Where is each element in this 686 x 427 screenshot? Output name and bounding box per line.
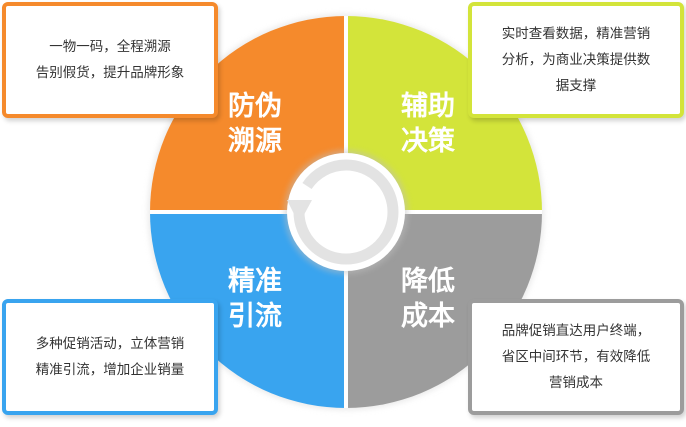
label-decision-line2: 决策 [401,125,456,157]
callout-precision-traffic: 多种促销活动，立体营销 精准引流，增加企业销量 [2,299,218,415]
callout-traffic-line: 精准引流，增加企业销量 [35,362,185,378]
callout-traceability-line: 告别假货，提升品牌形象 [35,65,185,81]
callout-traffic-line: 多种促销活动，立体营销 [35,336,185,352]
callout-decision-line: 分析，为商业决策提供数 [501,52,651,68]
callout-cost-reduction: 品牌促销直达用户终端， 省区中间环节，有效降低 营销成本 [468,299,684,415]
label-traceability-line1: 防伪 [228,91,282,122]
quadrant-decision-support [346,16,542,212]
callout-decision-support: 实时查看数据，精准营销 分析，为商业决策提供数 据支撑 [468,2,684,118]
label-decision-line1: 辅助 [401,91,455,122]
label-traffic-line2: 引流 [228,301,282,332]
callout-traceability: 一物一码，全程溯源 告别假货，提升品牌形象 [2,2,218,118]
quadrant-cost-reduction [346,212,542,408]
callout-traceability-line: 一物一码，全程溯源 [49,39,171,55]
callout-cost-line: 品牌促销直达用户终端， [501,323,651,339]
quadrant-traceability [150,16,346,212]
callout-decision-line: 实时查看数据，精准营销 [501,26,651,42]
label-cost-line2: 成本 [401,301,455,332]
label-cost-line1: 降低 [401,266,455,297]
quadrant-precision-traffic [150,212,346,408]
label-traceability-line2: 溯源 [228,126,282,157]
callout-cost-line: 营销成本 [549,375,603,391]
callout-decision-line: 据支撑 [555,78,597,94]
refresh-cycle-icon [287,159,399,265]
callout-cost-line: 省区中间环节，有效降低 [501,349,651,365]
label-traffic-line1: 精准 [228,266,282,297]
